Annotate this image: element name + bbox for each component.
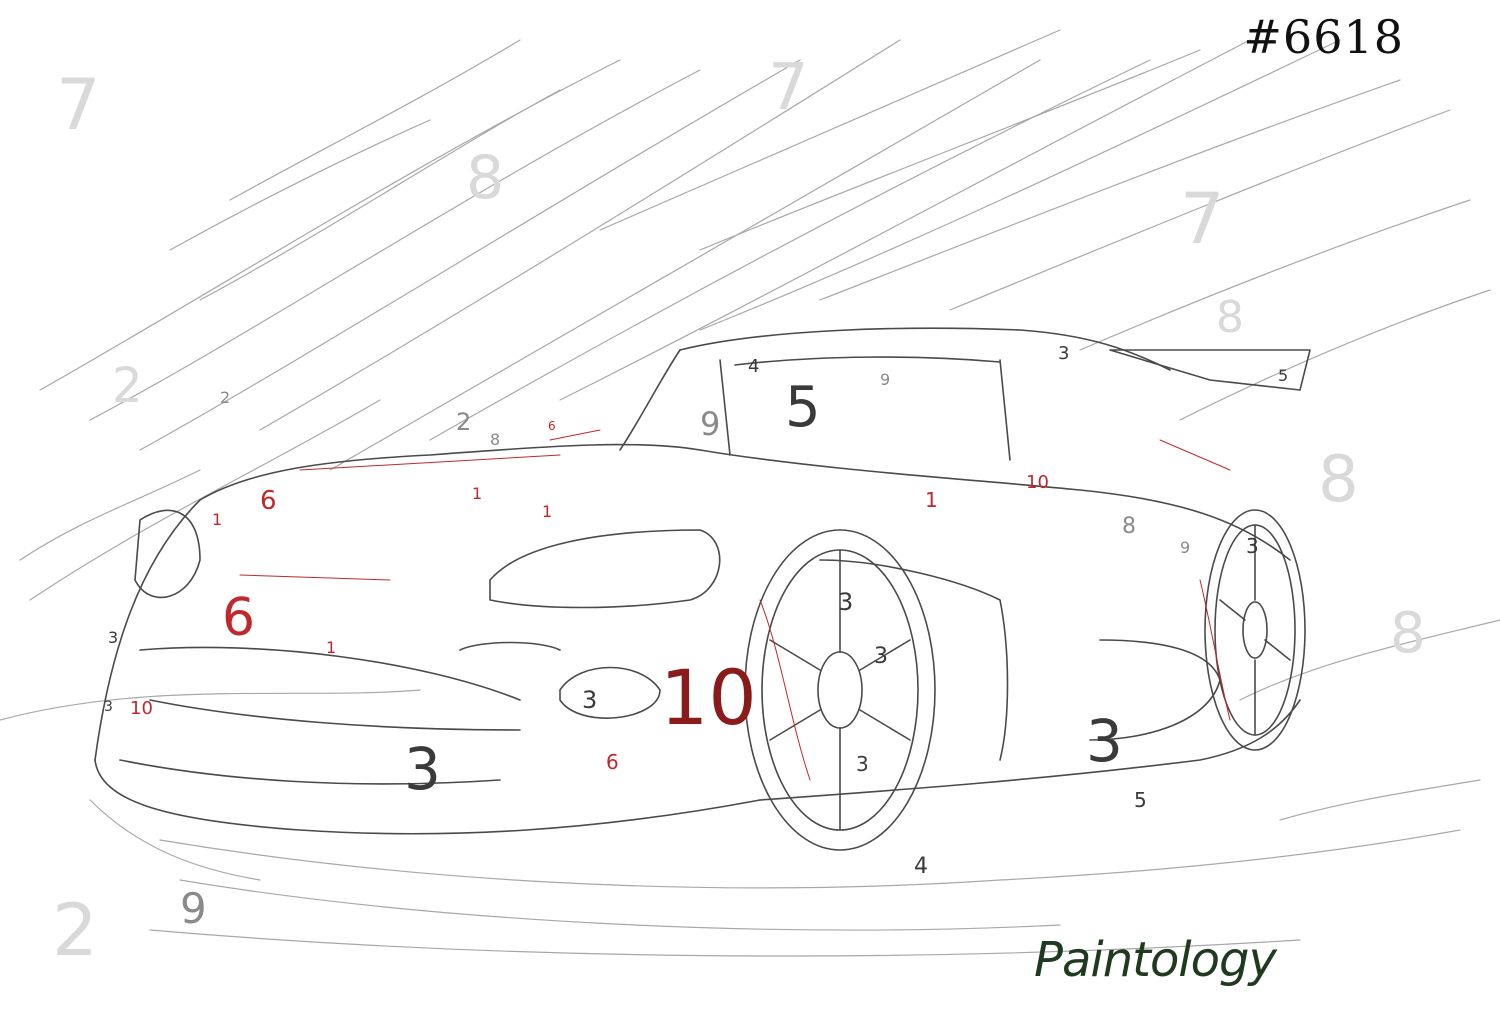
region-number-9-rear: 9 <box>1180 538 1191 557</box>
region-number-7-top: 7 <box>768 51 809 125</box>
region-number-4-ground: 4 <box>914 854 928 879</box>
region-number-3-wheel-b: 3 <box>874 644 888 669</box>
region-number-3-wheel-c: 3 <box>856 752 869 776</box>
front-wheel-outline <box>744 529 936 851</box>
region-number-6-front: 6 <box>222 588 256 648</box>
region-number-9-roof: 9 <box>880 370 891 389</box>
region-number-3-front-left: 3 <box>108 628 119 647</box>
region-number-3-wheel-a: 3 <box>838 588 854 616</box>
region-number-10-foglight: 10 <box>660 653 757 742</box>
region-number-1-bumper: 1 <box>326 638 337 657</box>
region-number-3-left: 3 <box>104 699 113 715</box>
paintology-logo: Paintology <box>1034 932 1277 988</box>
region-number-6-lower: 6 <box>606 750 619 774</box>
region-number-2-left: 2 <box>112 358 143 414</box>
region-number-3-bumper: 3 <box>404 735 441 803</box>
region-number-9-windshield-left: 9 <box>700 405 721 443</box>
region-number-6-hood: 6 <box>260 486 277 516</box>
region-number-2-sky: 2 <box>220 388 231 407</box>
region-number-8-right-b: 8 <box>1318 443 1359 517</box>
region-number-8-top: 8 <box>466 143 505 213</box>
rear-wheel-outline <box>1204 509 1306 751</box>
region-number-6-top: 6 <box>548 419 556 433</box>
region-number-1-hood-b: 1 <box>472 484 483 503</box>
region-number-10-left: 10 <box>130 698 153 719</box>
region-number-8-right-a: 8 <box>1216 292 1244 343</box>
region-number-7-topleft: 7 <box>56 64 101 146</box>
region-number-8-right-c: 8 <box>1390 601 1426 666</box>
region-number-8-mid: 8 <box>490 430 501 449</box>
region-number-3-side: 3 <box>1086 707 1123 775</box>
region-number-8-rear: 8 <box>1122 514 1136 539</box>
region-number-1-hood-a: 1 <box>212 510 223 529</box>
region-number-4-roof: 4 <box>748 356 760 377</box>
region-number-3-fog: 3 <box>582 686 598 714</box>
region-number-5-sill: 5 <box>1134 788 1147 812</box>
region-number-5-windshield: 5 <box>785 375 821 440</box>
region-number-1-hood-c: 1 <box>542 502 553 521</box>
region-number-1-side: 1 <box>925 488 938 512</box>
car-outline <box>94 327 1311 835</box>
region-number-5-spoiler: 5 <box>1278 366 1289 385</box>
region-number-2-mid: 2 <box>456 408 472 436</box>
region-number-3-roof: 3 <box>1058 343 1070 364</box>
ground-strokes <box>0 619 1500 957</box>
image-id-label: #6618 <box>1243 10 1404 64</box>
region-number-7-right: 7 <box>1180 178 1225 260</box>
region-number-10-side: 10 <box>1026 472 1049 493</box>
region-number-9-bottom: 9 <box>180 884 207 933</box>
region-number-2-bottom: 2 <box>52 888 98 972</box>
red-detail-marks <box>239 429 1231 781</box>
region-number-3-rear-wheel: 3 <box>1246 534 1259 558</box>
